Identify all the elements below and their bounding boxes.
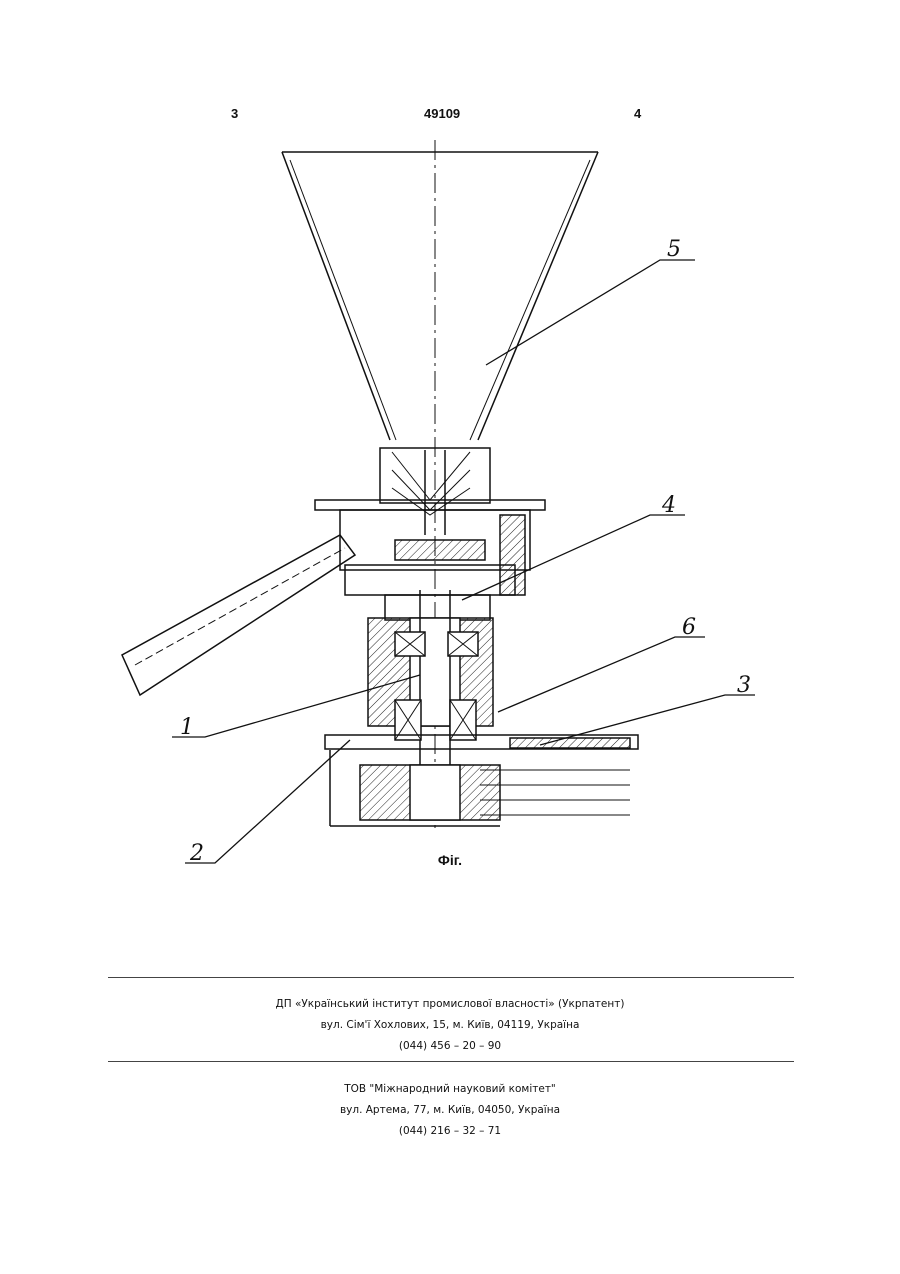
- footer-rule-top: [108, 977, 794, 978]
- publisher-block: ДП «Український інститут промислової вла…: [0, 994, 900, 1057]
- technical-drawing: 5 4 6 3 1 2: [0, 0, 900, 900]
- publisher-name: ДП «Український інститут промислової вла…: [0, 994, 900, 1015]
- top-flange: [315, 500, 545, 510]
- printer-phone: (044) 216 – 32 – 71: [0, 1121, 900, 1142]
- label-3: 3: [737, 673, 751, 698]
- publisher-address: вул. Сім'ї Хохлових, 15, м. Київ, 04119,…: [0, 1015, 900, 1036]
- label-1: 1: [180, 715, 194, 740]
- discharge-chute: [122, 535, 355, 695]
- hopper: [282, 152, 598, 440]
- printer-name: ТОВ "Міжнародний науковий комітет": [0, 1079, 900, 1100]
- footer-rule-middle: [108, 1061, 794, 1062]
- label-6: 6: [682, 615, 696, 640]
- publisher-phone: (044) 456 – 20 – 90: [0, 1036, 900, 1057]
- printer-address: вул. Артема, 77, м. Київ, 04050, Україна: [0, 1100, 900, 1121]
- label-5: 5: [667, 237, 681, 262]
- label-4: 4: [661, 493, 676, 518]
- figure-caption: Фіг.: [0, 852, 900, 868]
- base-frame: [325, 735, 638, 826]
- printer-block: ТОВ "Міжнародний науковий комітет" вул. …: [0, 1079, 900, 1142]
